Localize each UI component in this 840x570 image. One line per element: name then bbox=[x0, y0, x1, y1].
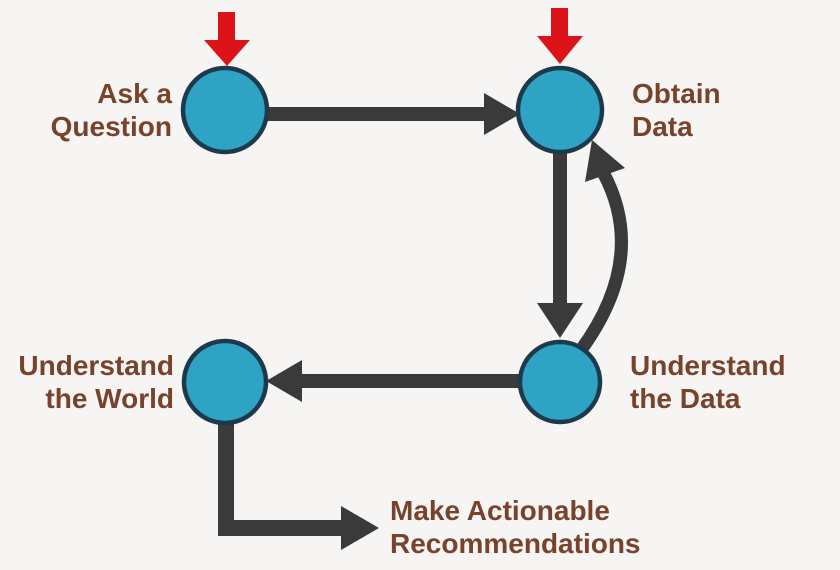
arrowhead-curved-up-icon bbox=[585, 140, 625, 182]
label-line: Understand bbox=[630, 350, 786, 381]
edge-understand-world-to-recommendations bbox=[218, 412, 342, 536]
label-line: the World bbox=[45, 383, 174, 414]
node-obtain-data bbox=[515, 65, 605, 155]
label-line: Make Actionable bbox=[390, 495, 610, 526]
label-make-actionable-recommendations: Make Actionable Recommendations bbox=[390, 494, 641, 560]
label-line: Understand bbox=[18, 350, 174, 381]
label-ask-a-question: Ask a Question bbox=[51, 77, 172, 143]
arrowhead-left-icon bbox=[266, 360, 302, 402]
arrowhead-down-icon bbox=[537, 303, 583, 338]
label-line: Question bbox=[50, 111, 172, 142]
node-ask-a-question bbox=[180, 65, 270, 155]
node-understand-the-data bbox=[517, 339, 603, 425]
edge-understand-data-to-obtain-curved bbox=[575, 170, 628, 354]
label-obtain-data: Obtain Data bbox=[632, 77, 721, 143]
node-understand-the-world bbox=[181, 338, 269, 426]
label-line: Recommendations bbox=[390, 528, 641, 559]
label-understand-the-world: Understand the World bbox=[18, 349, 174, 415]
label-line: Data bbox=[632, 111, 693, 142]
red-entry-arrow-obtain-icon bbox=[537, 8, 583, 64]
label-line: the Data bbox=[630, 383, 741, 414]
label-line: Ask a bbox=[97, 78, 172, 109]
arrowhead-recommendations-icon bbox=[341, 506, 379, 550]
label-understand-the-data: Understand the Data bbox=[630, 349, 786, 415]
label-line: Obtain bbox=[632, 78, 721, 109]
red-entry-arrow-ask-icon bbox=[204, 12, 250, 66]
arrowhead-right-icon bbox=[484, 93, 520, 135]
